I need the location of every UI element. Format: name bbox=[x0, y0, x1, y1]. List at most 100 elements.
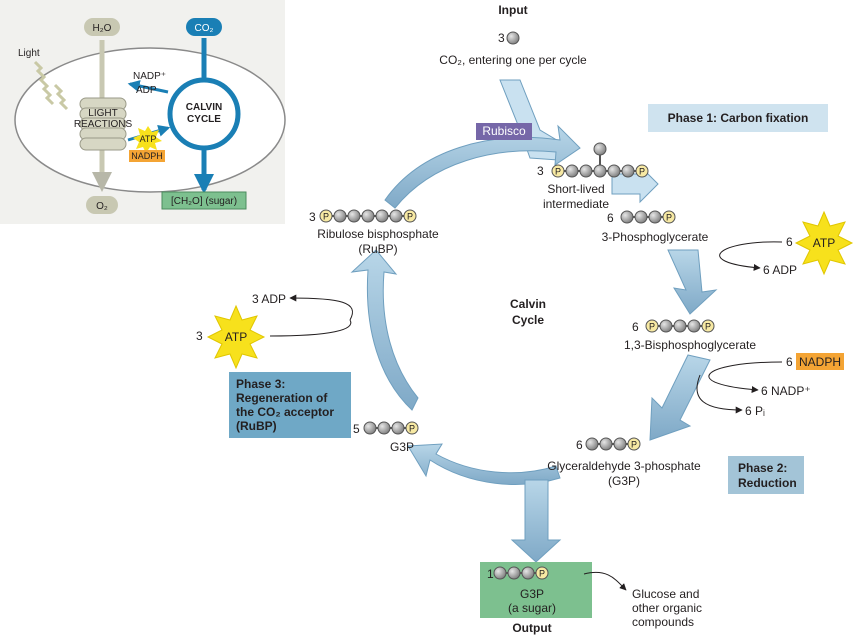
bpg-label: 1,3-Bisphosphoglycerate bbox=[624, 338, 756, 352]
light-ray bbox=[33, 60, 55, 106]
phosphate-label: P bbox=[649, 322, 655, 332]
light-label: Light bbox=[18, 48, 40, 59]
pga-molecule: P bbox=[620, 210, 676, 224]
phase3-line3: the CO₂ acceptor bbox=[236, 405, 334, 419]
phase3-line2: Regeneration of bbox=[236, 391, 328, 405]
output-g3p-molecule: P bbox=[493, 566, 549, 580]
phosphate-group bbox=[635, 164, 649, 178]
output-count: 1 bbox=[487, 567, 494, 581]
arrow-pga-to-bpg bbox=[667, 249, 718, 315]
light-ray-2 bbox=[53, 83, 69, 111]
atp-phase2-curve bbox=[719, 241, 783, 271]
phase2-line1: Phase 2: bbox=[738, 461, 787, 475]
carbon-atom bbox=[579, 164, 593, 178]
nadph-curve-1 bbox=[708, 361, 783, 394]
carbon-atom bbox=[361, 209, 375, 223]
phosphate-group bbox=[701, 319, 715, 333]
g3p-five-molecule: P bbox=[363, 421, 419, 435]
carbon-atom bbox=[363, 421, 377, 435]
pga-label: 3-Phosphoglycerate bbox=[602, 230, 709, 244]
intermediate-line2: intermediate bbox=[543, 197, 609, 211]
rubp-line2: (RuBP) bbox=[358, 242, 397, 256]
g3p-six-line1: Glyceraldehyde 3-phosphate bbox=[547, 459, 701, 473]
o2-label: O₂ bbox=[96, 201, 108, 212]
intermediate-line1: Short-lived bbox=[547, 182, 604, 196]
phase1-box bbox=[648, 104, 828, 132]
carbon-atom bbox=[648, 210, 662, 224]
input-co2-molecule bbox=[506, 31, 520, 45]
phosphate-label: P bbox=[555, 167, 561, 177]
output-dest3: compounds bbox=[632, 615, 694, 629]
sugar-label: [CH₂O] (sugar) bbox=[171, 196, 237, 207]
atp-phase3-label: ATP bbox=[225, 330, 247, 344]
sugar-box bbox=[161, 191, 247, 210]
chloroplast-outline bbox=[14, 47, 286, 193]
atp-phase3-star bbox=[206, 304, 266, 370]
phase1-label: Phase 1: Carbon fixation bbox=[668, 111, 809, 125]
o2-pill bbox=[86, 196, 118, 214]
carbon-atom bbox=[593, 164, 607, 178]
nadph-count: 6 bbox=[786, 355, 793, 369]
output-title: Output bbox=[512, 621, 551, 635]
g3p-five-label: G3P bbox=[390, 440, 414, 454]
carbon-atom bbox=[565, 164, 579, 178]
calvin-cycle-ring bbox=[167, 77, 241, 151]
output-dest2: other organic bbox=[632, 601, 702, 615]
light-reactions-label-2: REACTIONS bbox=[74, 119, 133, 130]
phosphate-label: P bbox=[705, 322, 711, 332]
carbon-atom bbox=[634, 210, 648, 224]
arc-g3p-to-rubp bbox=[350, 249, 419, 411]
phosphate-group bbox=[645, 319, 659, 333]
carbon-atom bbox=[521, 566, 535, 580]
phosphate-group bbox=[319, 209, 333, 223]
co2-pill bbox=[186, 18, 222, 36]
overview-atp-label: ATP bbox=[140, 134, 157, 144]
thylakoid-stack bbox=[79, 97, 127, 151]
h2o-label: H₂O bbox=[93, 23, 112, 34]
nadph-box bbox=[796, 353, 844, 370]
nadph-label: NADPH bbox=[799, 355, 841, 369]
center-line1: Calvin bbox=[510, 297, 546, 311]
nadp-plus-label: NADP⁺ bbox=[133, 71, 166, 82]
nadph-out2: 6 Pᵢ bbox=[745, 404, 765, 418]
phase2-box bbox=[728, 456, 804, 494]
input-count: 3 bbox=[498, 31, 505, 45]
phosphate-group bbox=[403, 209, 417, 223]
arrow-bpg-to-g3p bbox=[649, 354, 711, 441]
atp-phase3-out: 3 ADP bbox=[252, 292, 286, 306]
phosphate-group bbox=[627, 437, 641, 451]
phosphate-label: P bbox=[539, 569, 545, 579]
rubp-line1: Ribulose bisphosphate bbox=[317, 227, 439, 241]
center-line2: Cycle bbox=[512, 313, 544, 327]
atp-phase3-curve-in bbox=[269, 319, 352, 337]
phase3-line1: Phase 3: bbox=[236, 377, 285, 391]
nadph-out1: 6 NADP⁺ bbox=[761, 384, 811, 398]
intermediate-count: 3 bbox=[537, 164, 544, 178]
output-line1: G3P bbox=[520, 587, 544, 601]
carbon-atom bbox=[687, 319, 701, 333]
g3p-six-line2: (G3P) bbox=[608, 474, 640, 488]
atp-phase2-count: 6 bbox=[786, 235, 793, 249]
carbon-atom bbox=[333, 209, 347, 223]
g3p-five-count: 5 bbox=[353, 422, 360, 436]
overview-nadph-label: NADPH bbox=[131, 151, 163, 161]
phosphate-group bbox=[535, 566, 549, 580]
pga-count: 6 bbox=[607, 211, 614, 225]
carbon-atom bbox=[593, 142, 607, 156]
carbon-atom bbox=[391, 421, 405, 435]
rubisco-label: Rubisco bbox=[482, 124, 526, 138]
output-dest1: Glucose and bbox=[632, 587, 699, 601]
carbon-atom bbox=[377, 421, 391, 435]
atp-phase2-star bbox=[794, 210, 854, 276]
phase3-box bbox=[229, 372, 351, 438]
output-to-glucose-arrow bbox=[583, 572, 627, 591]
input-caption: CO₂, entering one per cycle bbox=[439, 53, 587, 67]
arc-g3p-regeneration bbox=[407, 443, 561, 485]
input-title: Input bbox=[498, 3, 527, 17]
phosphate-group bbox=[405, 421, 419, 435]
